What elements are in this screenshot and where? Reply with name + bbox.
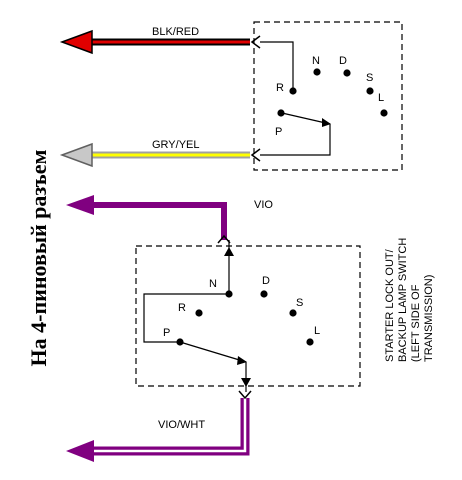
- wire-label-vio-wht: VIO/WHT: [158, 419, 205, 431]
- upper-contact-n: [313, 68, 321, 76]
- lower-contact-d: [260, 290, 268, 298]
- lower-wire-loop: [143, 293, 229, 343]
- lower-contact-n: [225, 290, 233, 298]
- caption-line-4: TRANSMISSION): [423, 275, 435, 362]
- wire-label-gry-yel: GRY/YEL: [152, 139, 200, 151]
- lower-switch-box: [135, 245, 361, 387]
- wire-gry-yel: [59, 142, 250, 168]
- lower-pos-d: D: [262, 275, 270, 287]
- upper-contact-r: [289, 87, 297, 95]
- lower-contact-arrow: [237, 356, 247, 365]
- wire-label-vio: VIO: [254, 199, 273, 211]
- caption-line-1: STARTER LOCK OUT/: [384, 248, 396, 362]
- upper-contact-l: [380, 109, 388, 117]
- lower-contact-s: [289, 309, 297, 317]
- lower-pos-n: N: [209, 278, 217, 290]
- upper-contact-s: [366, 87, 374, 95]
- side-title: На 4-пиновый разъем: [26, 150, 51, 367]
- switch-caption: STARTER LOCK OUT/ BACKUP LAMP SWITCH (LE…: [384, 238, 435, 362]
- wire-vio-wht: [66, 398, 250, 462]
- lower-pos-l: L: [314, 325, 320, 337]
- lower-arrow-p: [241, 378, 251, 387]
- upper-pos-r: R: [276, 82, 284, 94]
- lower-pos-r: R: [178, 302, 186, 314]
- wire-blk-red: [59, 29, 250, 55]
- connector-vio-wht: [238, 390, 252, 400]
- upper-contact-d: [343, 69, 351, 77]
- connector-blk-red: [250, 35, 261, 49]
- caption-line-2: BACKUP LAMP SWITCH: [397, 238, 409, 362]
- upper-pos-l: L: [378, 92, 384, 104]
- upper-switch-box: [253, 21, 403, 171]
- wire-vio: [66, 195, 227, 240]
- caption-line-3: (LEFT SIDE OF: [410, 284, 422, 362]
- upper-contact-arrow: [322, 118, 331, 127]
- upper-wire-r: [260, 41, 294, 88]
- upper-wire-p: [260, 124, 331, 156]
- lower-contact-arm: [179, 341, 247, 363]
- lower-pos-s: S: [296, 297, 303, 309]
- upper-pos-p: P: [275, 126, 282, 138]
- upper-pos-s: S: [366, 72, 373, 84]
- lower-arrow-n: [224, 247, 234, 256]
- connector-vio: [217, 234, 231, 244]
- lower-contact-p: [176, 338, 184, 346]
- lower-contact-r: [195, 309, 203, 317]
- upper-contact-p: [277, 109, 285, 117]
- lower-contact-l: [306, 338, 314, 346]
- upper-pos-d: D: [339, 55, 347, 67]
- lower-pos-p: P: [163, 327, 170, 339]
- connector-gry-yel: [250, 148, 261, 162]
- upper-pos-n: N: [312, 55, 320, 67]
- wire-label-blk-red: BLK/RED: [152, 26, 199, 38]
